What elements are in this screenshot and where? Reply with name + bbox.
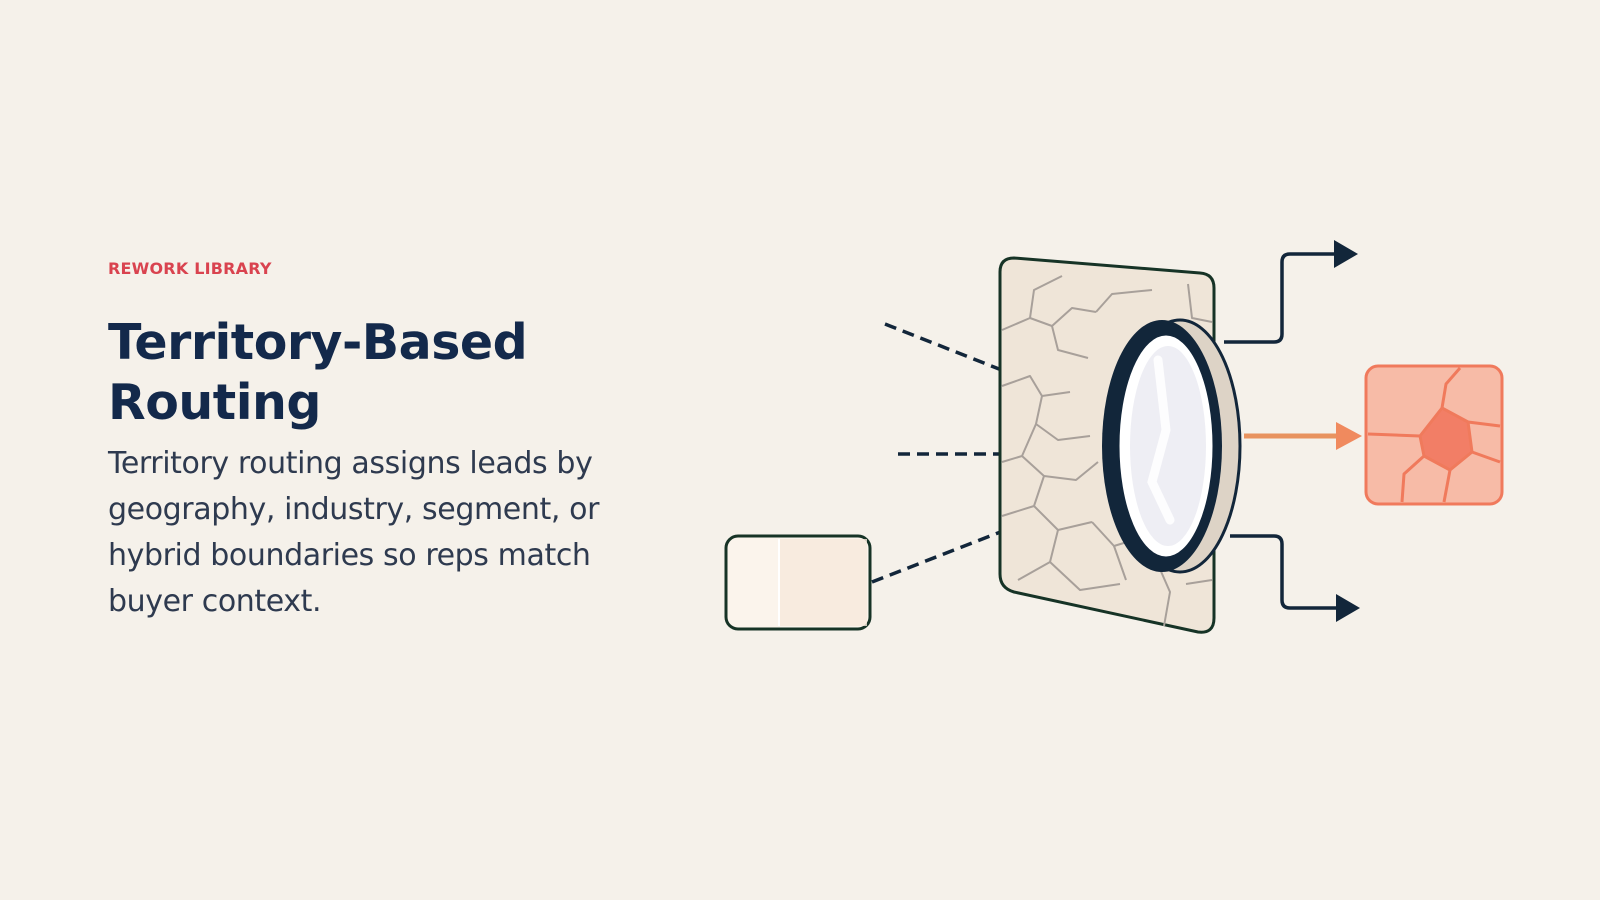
magnifying-lens-icon [1102,318,1242,574]
arrow-head-top [1334,240,1358,268]
territory-routing-illustration [724,240,1504,634]
lead-card-icon [724,534,872,631]
text-block: REWORK LIBRARY Territory-Based Routing T… [108,258,668,625]
page-title: Territory-Based Routing [108,314,528,431]
description-text: Territory routing assigns leads by geogr… [108,446,600,619]
eyebrow-label: REWORK LIBRARY [108,259,272,278]
route-arrow-icon [1224,252,1338,610]
accent-arrow-head [1336,422,1362,450]
assigned-territory-icon [1364,364,1504,506]
arrow-head-bottom [1336,594,1360,622]
